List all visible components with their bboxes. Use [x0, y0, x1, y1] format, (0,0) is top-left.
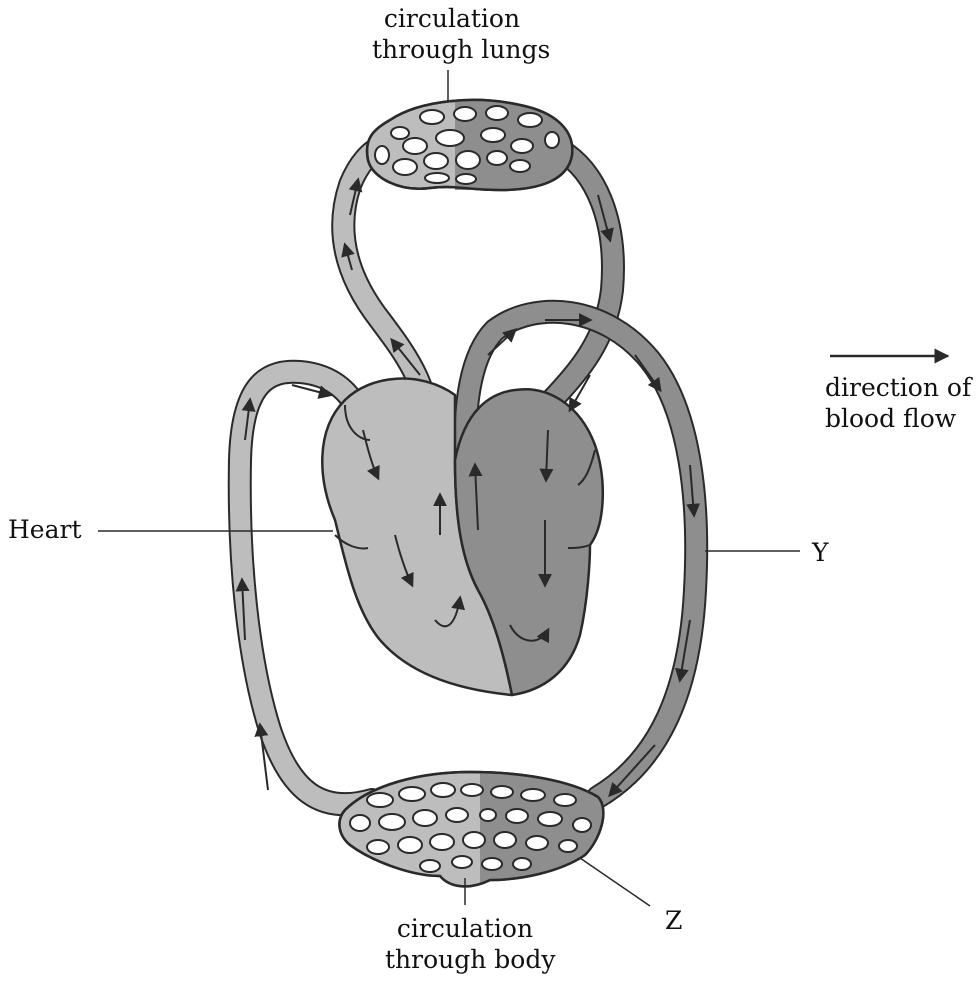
z-leader-line — [580, 858, 650, 906]
legend-label-line1: direction of — [825, 372, 971, 403]
legend-label-line2: blood flow — [825, 403, 971, 434]
z-label: Z — [665, 905, 682, 936]
lungs-label-line1: circulation — [372, 3, 532, 34]
lungs-label: circulation through lungs — [372, 3, 532, 66]
body-label-line1: circulation — [385, 913, 545, 944]
body-label-line2: through body — [385, 944, 545, 975]
body-capillary-bed — [339, 772, 603, 886]
legend-label: direction of blood flow — [825, 372, 971, 435]
lung-capillary-bed — [367, 100, 572, 190]
heart-label: Heart — [8, 514, 82, 545]
lungs-label-line2: through lungs — [372, 34, 532, 65]
body-label: circulation through body — [385, 913, 545, 976]
y-label: Y — [812, 537, 829, 568]
